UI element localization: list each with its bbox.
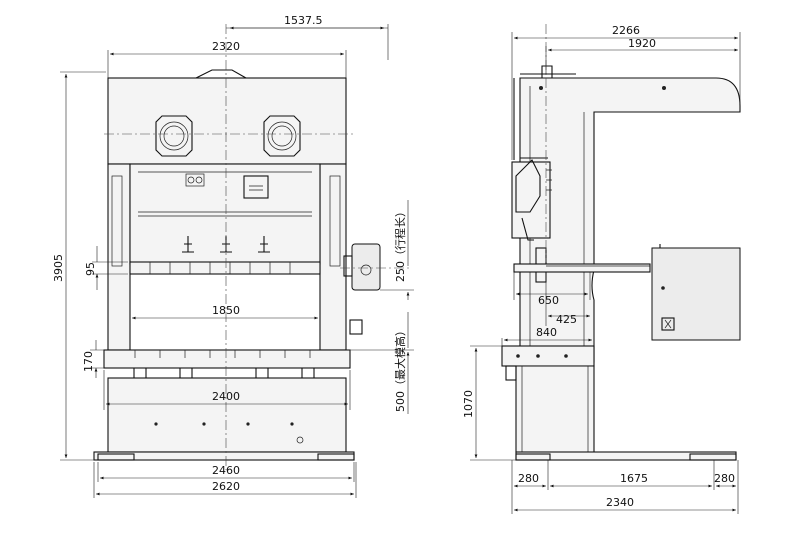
front-top-cap <box>195 69 247 79</box>
dim-650-label: 650 <box>538 294 559 307</box>
front-control-box <box>351 243 381 291</box>
dim-500-label: 500（最大模高） <box>393 325 407 412</box>
side-slide <box>511 161 551 239</box>
side-table <box>501 345 595 367</box>
dim-280b-label: 280 <box>714 472 735 485</box>
front-slide <box>129 163 321 265</box>
side-lower-body <box>515 365 595 453</box>
dim-1850: 1850 <box>132 304 318 320</box>
side-base-plate <box>515 451 737 461</box>
dim-250-label: 250（行程长） <box>394 206 407 282</box>
dim-1537-label: 1537.5 <box>284 14 323 27</box>
right-column <box>319 163 347 351</box>
dim-650: 650 <box>513 272 591 307</box>
dim-2400: 2400 <box>103 370 351 410</box>
left-column <box>107 163 131 351</box>
bolster-plate <box>103 349 351 369</box>
dim-1070-label: 1070 <box>462 390 475 418</box>
dim-1675-label: 1675 <box>620 472 648 485</box>
front-crown <box>107 77 347 165</box>
dim-280a-label: 280 <box>518 472 539 485</box>
dim-2320-label: 2320 <box>212 40 240 53</box>
front-switch <box>349 319 363 335</box>
dim-2400-label: 2400 <box>212 390 240 403</box>
dim-3905-label: 3905 <box>52 254 65 282</box>
knockout-rods <box>182 236 270 253</box>
dim-95-label: 95 <box>84 262 97 276</box>
dim-2340-label: 2340 <box>606 496 634 509</box>
front-base <box>107 377 347 453</box>
dim-2320: 2320 <box>107 40 347 78</box>
dim-2460: 2460 <box>97 462 355 482</box>
dim-2266: 2266 <box>511 24 741 160</box>
side-control-cabinet <box>651 247 741 341</box>
dim-1850-label: 1850 <box>212 304 240 317</box>
right-motor-window <box>263 115 301 157</box>
dim-170: 170 <box>82 340 104 378</box>
dim-2620: 2620 <box>93 462 357 498</box>
dim-2340: 2340 <box>514 496 736 512</box>
front-foot-plate <box>93 451 355 461</box>
dim-95: 95 <box>84 246 128 290</box>
dim-1070: 1070 <box>462 345 516 461</box>
slide-nameplate <box>243 175 269 199</box>
dim-2620-label: 2620 <box>212 480 240 493</box>
dim-2266-label: 2266 <box>612 24 640 37</box>
dim-1920: 1920 <box>545 37 738 74</box>
dim-3905: 3905 <box>52 71 106 461</box>
dim-425: 425 <box>545 272 590 326</box>
dim-500: 500（最大模高） <box>346 312 414 414</box>
front-view: 1537.5 2320 3905 95 170 2 <box>52 14 414 498</box>
side-frame <box>519 77 741 363</box>
side-bolster-arm <box>513 263 651 273</box>
side-top-cap <box>541 65 553 79</box>
dim-2460-label: 2460 <box>212 464 240 477</box>
dim-1537: 1537.5 <box>226 14 389 60</box>
side-view: 2266 1920 650 425 840 107 <box>462 24 741 514</box>
dim-840: 840 <box>501 326 595 346</box>
dim-170-label: 170 <box>82 351 95 372</box>
dim-250: 250（行程长） <box>380 200 414 300</box>
dim-840-label: 840 <box>536 326 557 339</box>
left-motor-window <box>155 115 193 157</box>
slide-bottom-plate <box>129 261 321 275</box>
dim-425-label: 425 <box>556 313 577 326</box>
dim-1920-label: 1920 <box>628 37 656 50</box>
dim-bottom-chain: 280 1675 280 <box>511 460 739 514</box>
